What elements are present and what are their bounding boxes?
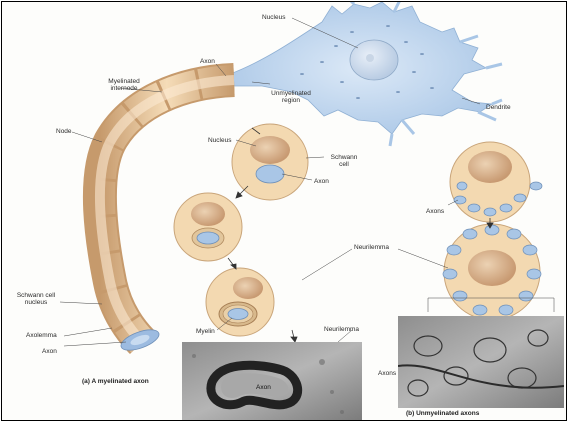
label-schwann-cell-nucleus: Schwann cell nucleus <box>12 292 60 306</box>
label-myelin: Myelin <box>196 328 215 335</box>
label-axon-mid: Axon <box>314 178 329 185</box>
label-schwann-cell: Schwann cell <box>326 154 362 168</box>
em-myelinated-panel <box>182 342 362 420</box>
schwann-stage-1 <box>232 124 308 200</box>
schwann-stage-3 <box>206 268 274 336</box>
em-unmyelinated-panel <box>398 316 564 408</box>
label-axon-top: Axon <box>200 58 215 65</box>
schwann-stage-2 <box>174 193 242 261</box>
schwann-unmyelinated-1 <box>450 142 542 222</box>
label-neurilemma-bottom: Neurilemma <box>324 326 359 333</box>
label-nucleus-mid: Nucleus <box>208 137 231 144</box>
label-dendrite: Dendrite <box>486 104 511 111</box>
label-neurilemma-mid: Neurilemma <box>354 244 389 251</box>
label-axon-em: Axon <box>256 384 271 391</box>
label-axons-right: Axons <box>426 208 444 215</box>
caption-myelinated: (a) A myelinated axon <box>82 378 149 385</box>
label-axons-em: Axons <box>378 370 396 377</box>
em-myelinated-image <box>182 342 362 420</box>
label-unmyelinated-region: Unmyelinated region <box>268 90 314 104</box>
label-axon-bottom: Axon <box>42 348 57 355</box>
caption-unmyelinated: (b) Unmyelinated axons <box>406 410 479 417</box>
label-node: Node <box>56 128 72 135</box>
em-unmyelinated-image <box>398 316 564 408</box>
label-nucleus-top: Nucleus <box>262 14 285 21</box>
label-myelinated-internode: Myelinated internode <box>102 78 146 92</box>
schwann-unmyelinated-2 <box>443 224 541 320</box>
label-axolemma: Axolemma <box>26 332 57 339</box>
